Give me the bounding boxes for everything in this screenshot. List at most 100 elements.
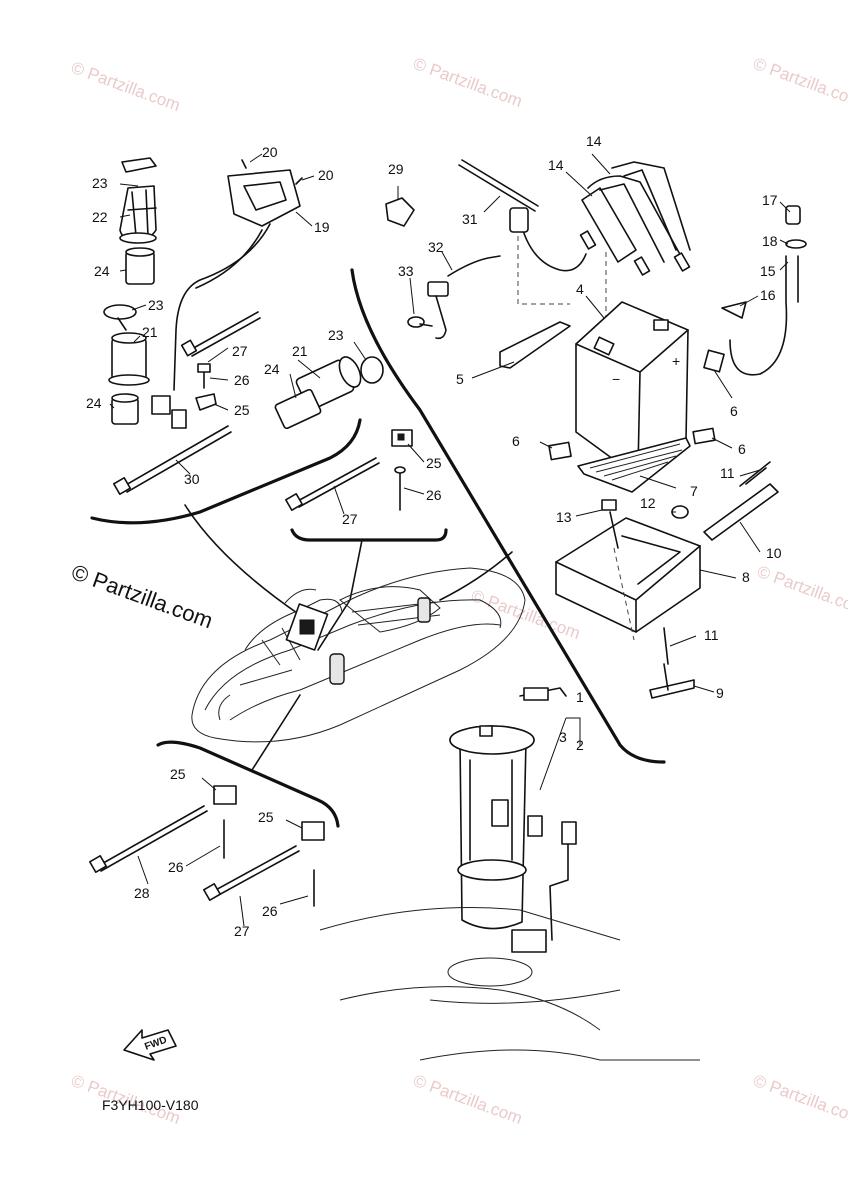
callout-31: 31 [462, 211, 478, 227]
clamp-group-parts [285, 429, 413, 511]
hose-clamp-23a [121, 157, 157, 173]
mat-7 [577, 437, 691, 493]
watermark-top-left: © Partzilla.com [69, 58, 183, 115]
callout-32: 32 [428, 239, 444, 255]
band-27a [189, 311, 261, 357]
bolt-33 [407, 316, 425, 328]
callout-27a: 27 [232, 343, 248, 359]
callout-4: 4 [576, 281, 584, 297]
callout-23a: 23 [92, 175, 108, 191]
callout-12: 12 [640, 495, 656, 511]
callout-21b: 21 [292, 343, 308, 359]
svg-text:−: − [612, 371, 620, 387]
diagram-code: F3YH100-V180 [102, 1097, 199, 1113]
holder-29 [385, 197, 415, 227]
watermark-mid-right: © Partzilla.com [755, 562, 848, 619]
band-28 [97, 805, 208, 872]
callout-26b: 26 [426, 487, 442, 503]
leader-lines [109, 153, 791, 927]
band-27c [211, 845, 300, 898]
callout-30: 30 [184, 471, 200, 487]
lower-group-parts [89, 785, 325, 907]
callout-25a: 25 [234, 402, 250, 418]
callout-1: 1 [576, 689, 584, 705]
callout-6c: 6 [738, 441, 746, 457]
pad-6a [703, 349, 725, 373]
callout-18: 18 [762, 233, 778, 249]
watermark-center-left: © Partzilla.com [68, 559, 216, 633]
callout-5: 5 [456, 371, 464, 387]
callout-20a: 20 [262, 144, 278, 160]
fuel-filler-parts [103, 157, 384, 495]
callout-6b: 6 [512, 433, 520, 449]
band-11a [739, 461, 771, 487]
battery-group-parts: − + [385, 159, 807, 699]
lower-group-border [156, 740, 340, 828]
callout-7: 7 [690, 483, 698, 499]
callout-3: 3 [559, 729, 567, 745]
band-11b [663, 627, 669, 665]
callout-21a: 21 [142, 324, 158, 340]
fuel-pump-parts [319, 687, 700, 1061]
callout-26d: 26 [262, 903, 278, 919]
svg-text:+: + [672, 353, 680, 369]
battery-group-border [350, 268, 666, 764]
left-group-border [90, 418, 362, 525]
callout-8: 8 [742, 569, 750, 585]
connector-2 [561, 821, 577, 845]
callout-28: 28 [134, 885, 150, 901]
watercraft-illustration [191, 567, 526, 743]
band-31 [458, 159, 539, 212]
callout-11b: 11 [704, 627, 719, 643]
sleeve-24c [274, 388, 322, 430]
callout-19: 19 [314, 219, 330, 235]
group-borders [90, 268, 666, 828]
watermark-top-center: © Partzilla.com [411, 54, 525, 111]
clamp-25a [195, 393, 217, 411]
link-left-group [184, 504, 301, 616]
pad-5 [499, 321, 571, 369]
callout-25b: 25 [426, 455, 442, 471]
hose-clamp-23b [103, 304, 137, 320]
filler-neck-22 [119, 185, 157, 241]
callout-14a: 14 [586, 133, 602, 149]
battery-box-8 [555, 517, 701, 633]
strap-14a [581, 187, 637, 263]
band-30 [123, 425, 232, 493]
callout-23c: 23 [328, 327, 344, 343]
callout-17: 17 [762, 192, 778, 208]
bracket-9 [649, 679, 695, 699]
hose-15 [729, 255, 788, 376]
link-battery-group [439, 551, 513, 601]
callout-24a: 24 [94, 263, 110, 279]
connector-3 [527, 815, 543, 837]
band-27b [295, 457, 380, 508]
clamp-25c [213, 785, 237, 805]
callout-26a: 26 [234, 372, 250, 388]
callout-14b: 14 [548, 157, 564, 173]
callout-15: 15 [760, 263, 776, 279]
forward-arrow-icon: FWD [123, 1029, 177, 1061]
clamp-18 [785, 239, 807, 249]
callout-33: 33 [398, 263, 414, 279]
filler-cap-21a [111, 337, 147, 381]
callout-20b: 20 [318, 167, 334, 183]
callout-26c: 26 [168, 859, 184, 875]
clamp-group-border [290, 528, 448, 542]
callout-27b: 27 [342, 511, 358, 527]
callout-10: 10 [766, 545, 782, 561]
watermark-top-right: © Partzilla.com [751, 54, 848, 111]
pad-6b [548, 441, 572, 461]
callout-13: 13 [556, 509, 572, 525]
callout-25d: 25 [258, 809, 274, 825]
callout-9: 9 [716, 685, 724, 701]
callout-16: 16 [760, 287, 776, 303]
link-lower-group [251, 694, 301, 771]
callout-25c: 25 [170, 766, 186, 782]
screw-20b [295, 177, 303, 185]
callout-29: 29 [388, 161, 404, 177]
callout-11a: 11 [720, 465, 735, 481]
watermark-bottom-right: © Partzilla.com [751, 1071, 848, 1128]
hose-clamp-23c [360, 356, 384, 384]
